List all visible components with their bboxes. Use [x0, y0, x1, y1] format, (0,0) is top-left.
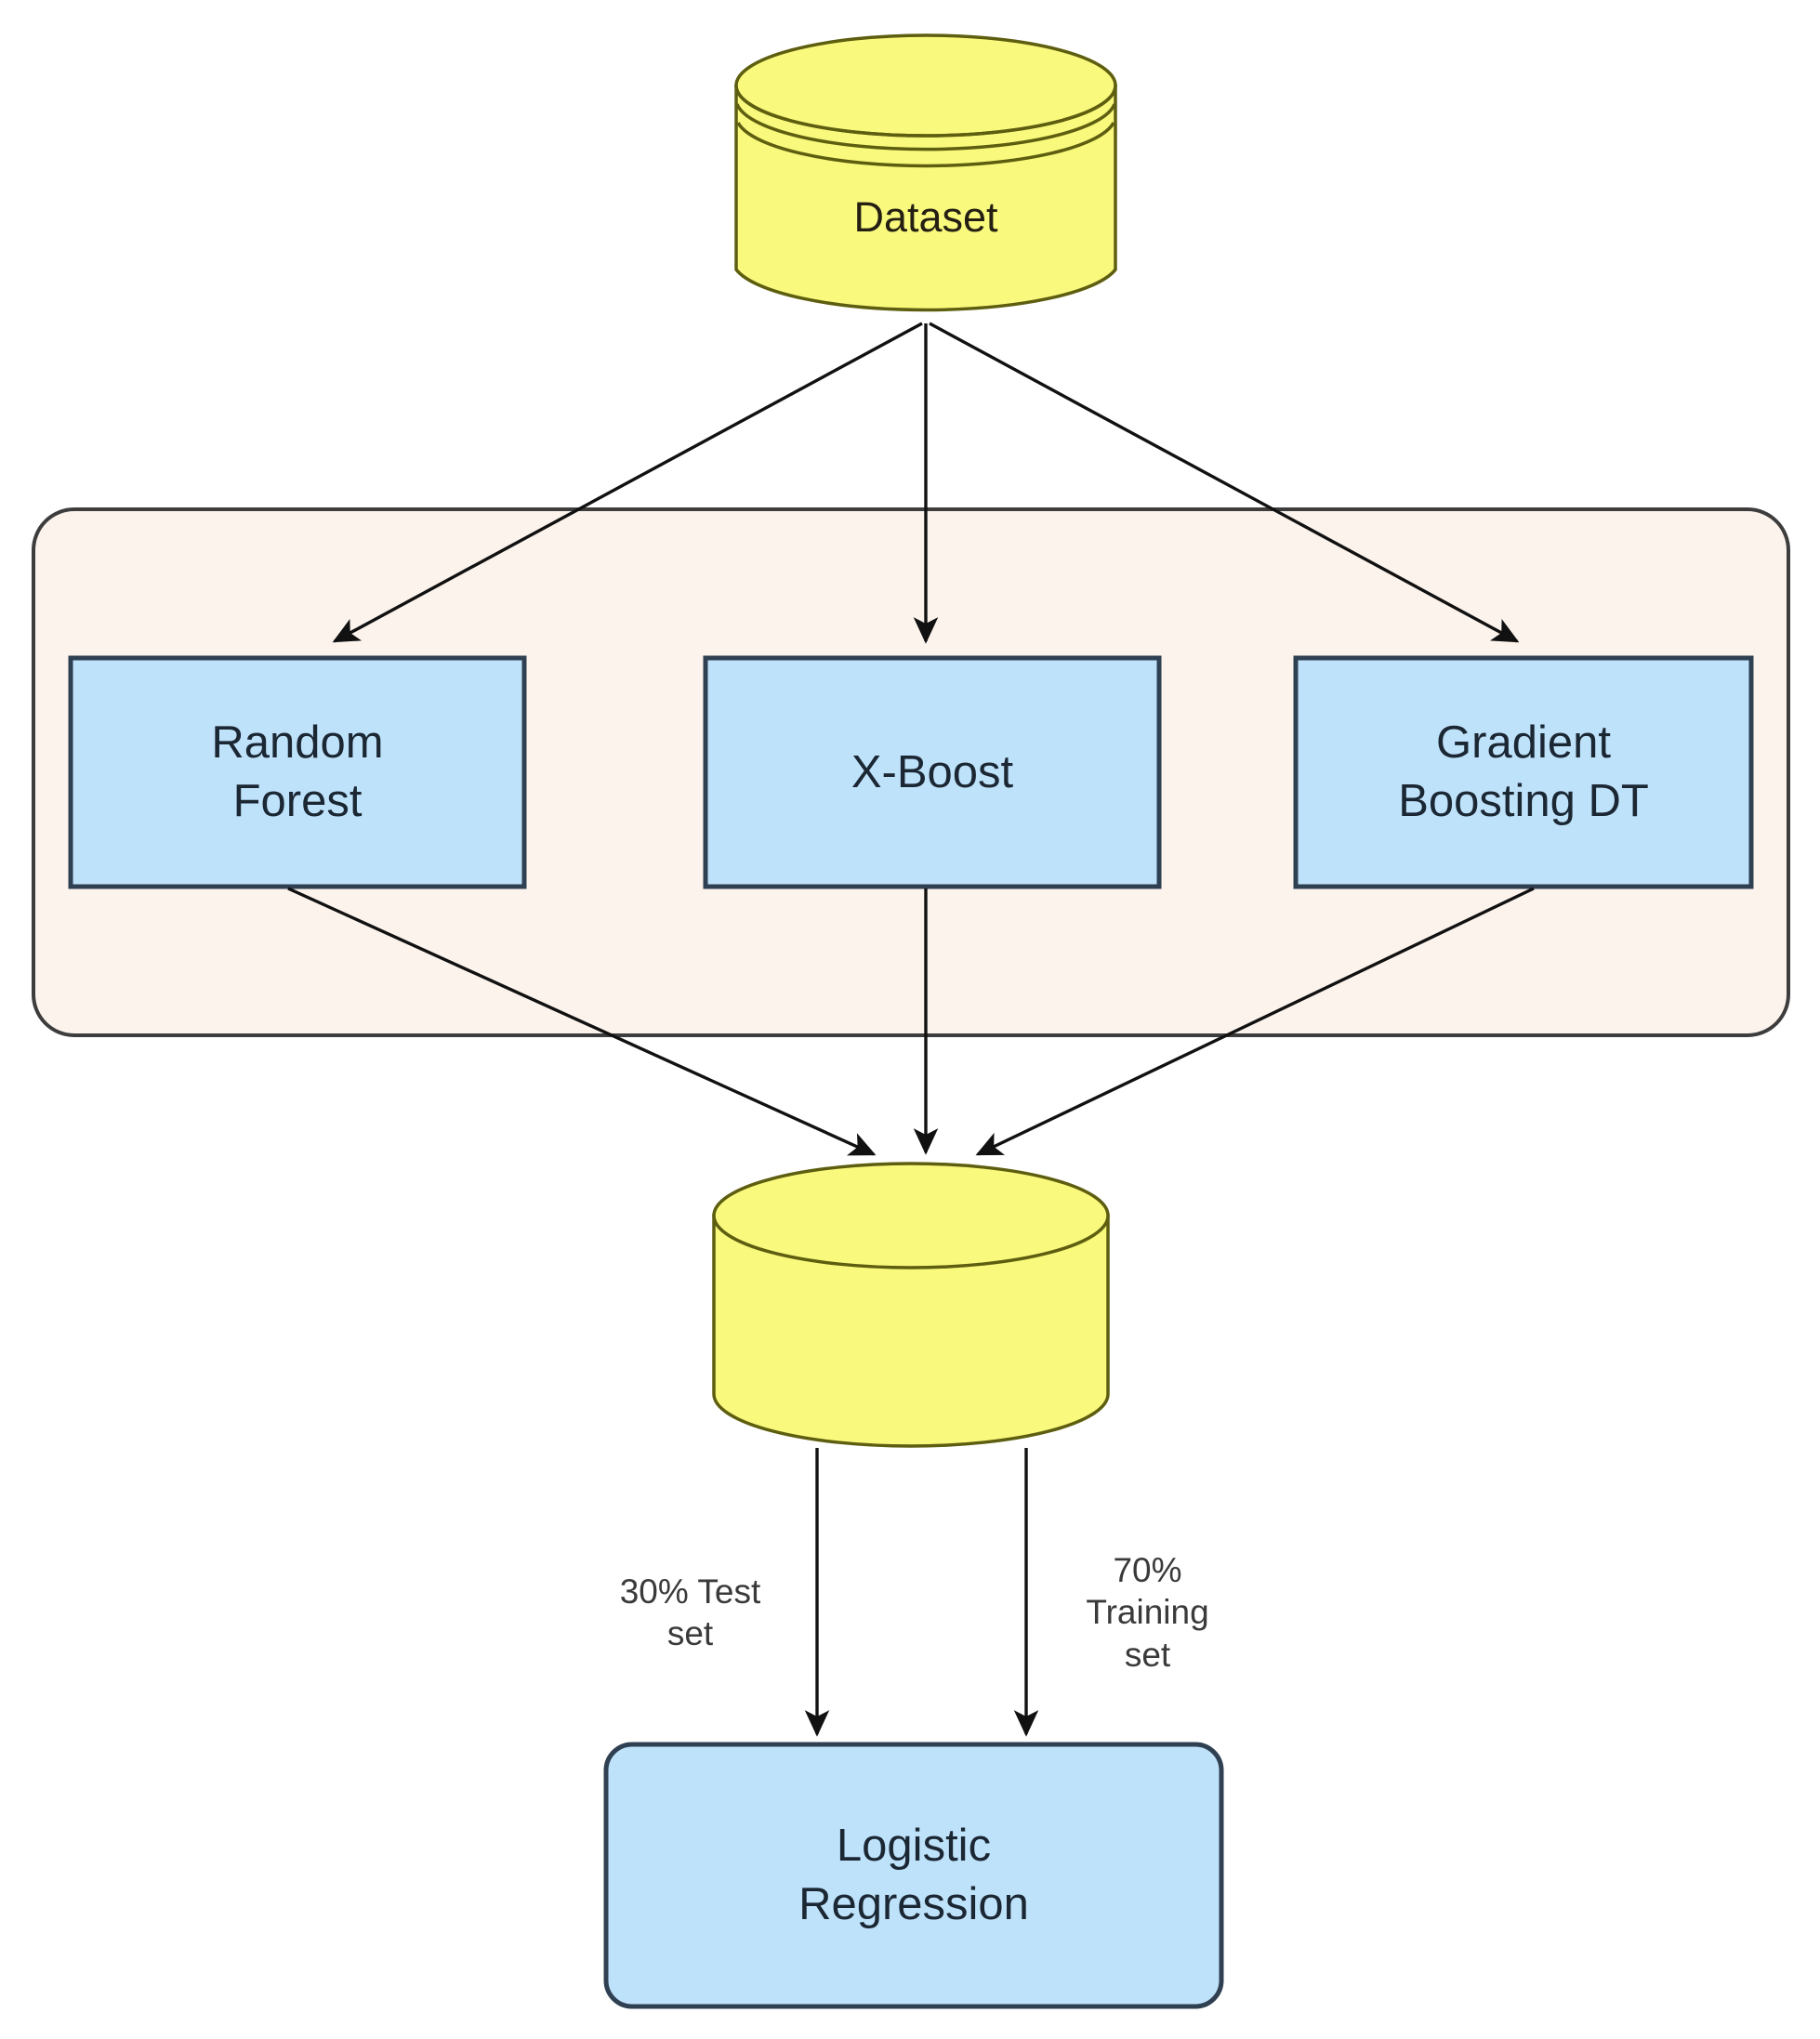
combined-store-cylinder-shape: [712, 1162, 1110, 1448]
gradient-boosting-box[interactable]: [1293, 655, 1754, 889]
edge-gradient-boosting-to-store: [975, 887, 1535, 1156]
edge-dataset-to-random-forest: [332, 322, 923, 643]
training-split-label: 70% Training set: [1086, 1551, 1209, 1674]
test-split-label: 30% Test set: [619, 1572, 761, 1652]
edge-dataset-to-gradient-boosting: [929, 322, 1520, 643]
dataset-cylinder-shape: [734, 33, 1117, 312]
logistic-regression-box[interactable]: [603, 1742, 1224, 2009]
xboost-box[interactable]: [703, 655, 1162, 889]
random-forest-box[interactable]: [68, 655, 527, 889]
edge-random-forest-to-store: [287, 887, 877, 1156]
